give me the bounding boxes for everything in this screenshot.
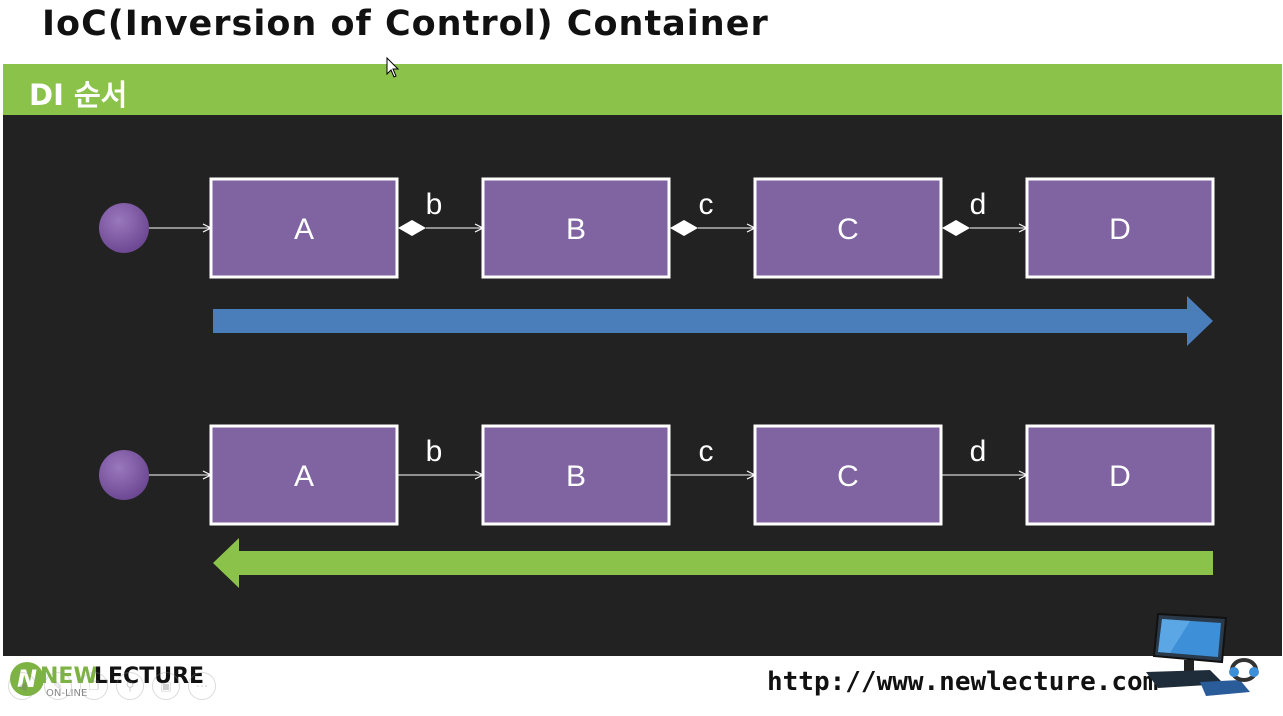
- pen-icon[interactable]: ✎: [44, 672, 72, 700]
- footer-url: http://www.newlecture.com: [767, 667, 1159, 697]
- start-node-2: [99, 450, 149, 500]
- box-label-d-row2: D: [1109, 460, 1131, 493]
- diamond-b-row1: [398, 220, 426, 236]
- section-header-bar: DI 순서: [3, 64, 1282, 115]
- mouse-cursor-icon: [386, 57, 400, 78]
- link-label-c-row1: c: [699, 188, 714, 221]
- box-label-a-row1: A: [294, 213, 314, 246]
- box-b-row2: [481, 424, 671, 526]
- slide-title: IoC(Inversion of Control) Container: [42, 4, 769, 44]
- box-label-a-row2: A: [294, 460, 314, 493]
- box-label-b-row1: B: [566, 213, 586, 246]
- diamond-d-row1: [942, 220, 970, 236]
- diamond-c-row1: [670, 220, 698, 236]
- zoom-icon[interactable]: ⚲: [116, 672, 144, 700]
- logo-lecture-text: LECTURE: [94, 664, 205, 689]
- player-controls: ◀ ✎ ❐ ⚲ ▣ ⋯: [8, 672, 216, 702]
- screen-icon[interactable]: ▣: [152, 672, 180, 700]
- box-b-row1: [481, 177, 671, 279]
- box-d-row2: [1025, 424, 1215, 526]
- box-label-c-row2: C: [837, 460, 859, 493]
- computer-icon: [1146, 612, 1259, 696]
- box-label-d-row1: D: [1109, 213, 1131, 246]
- link-label-c-row2: c: [699, 435, 714, 468]
- start-node-1: [99, 203, 149, 253]
- box-label-b-row2: B: [566, 460, 586, 493]
- direction-arrow-left-row2: [213, 538, 1213, 588]
- box-a-row2: [209, 424, 399, 526]
- link-label-b-row2: b: [426, 435, 443, 468]
- section-label: DI 순서: [29, 78, 128, 112]
- box-c-row1: [753, 177, 943, 279]
- box-d-row1: [1025, 177, 1215, 279]
- more-icon[interactable]: ⋯: [188, 672, 216, 700]
- link-label-b-row1: b: [426, 188, 443, 221]
- copy-icon[interactable]: ❐: [80, 672, 108, 700]
- box-label-c-row1: C: [837, 213, 859, 246]
- link-label-d-row1: d: [970, 188, 987, 221]
- box-a-row1: [209, 177, 399, 279]
- box-c-row2: [753, 424, 943, 526]
- direction-arrow-right-row1: [213, 296, 1213, 346]
- prev-icon[interactable]: ◀: [8, 672, 36, 700]
- link-label-d-row2: d: [970, 435, 987, 468]
